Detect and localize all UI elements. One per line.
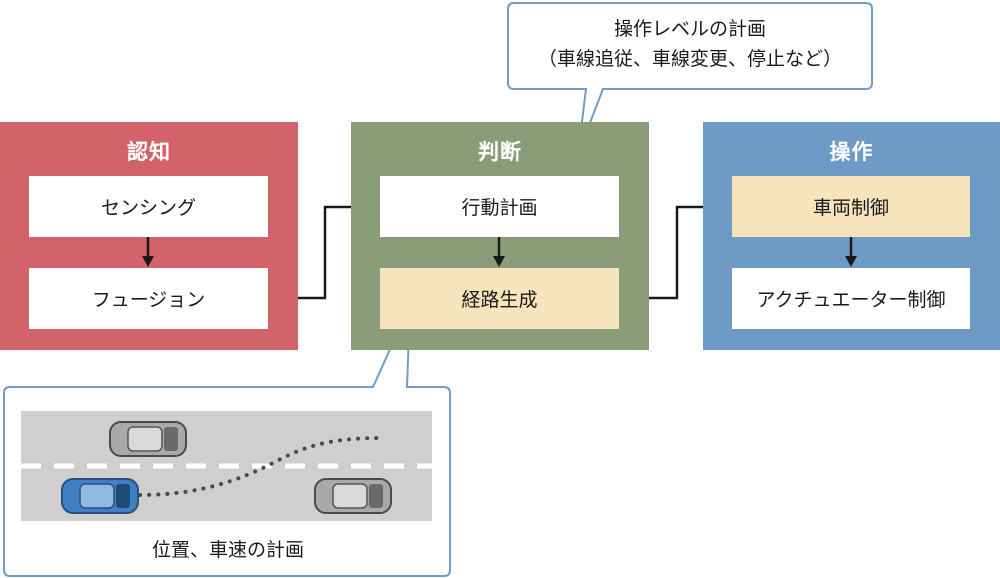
box-sensing: センシング	[29, 176, 268, 237]
box-vehicle-control: 車両制御	[732, 176, 970, 237]
box-action-plan: 行動計画	[380, 176, 619, 237]
box-sensing-label: センシング	[100, 197, 196, 219]
box-actuator-control: アクチュエーター制御	[732, 268, 970, 329]
panel-handan-title: 判断	[478, 140, 522, 164]
callout-bottom-caption: 位置、車速の計画	[151, 539, 304, 561]
box-actuator-control-label: アクチュエーター制御	[756, 289, 946, 311]
box-fusion-label: フュージョン	[91, 289, 206, 311]
box-vehicle-control-label: 車両制御	[812, 197, 889, 219]
callout-top-line2: （車線追従、車線変更、停止など）	[537, 48, 842, 70]
box-route-generation: 経路生成	[380, 268, 619, 329]
panel-ninchi-title: 認知	[127, 140, 171, 164]
callout-top-bubble	[507, 2, 873, 155]
box-action-plan-label: 行動計画	[461, 197, 538, 219]
panel-sousa-title: 操作	[829, 140, 874, 164]
box-fusion: フュージョン	[29, 268, 268, 329]
callout-top-line1: 操作レベルの計画	[613, 18, 766, 40]
box-route-generation-label: 経路生成	[461, 289, 538, 311]
callout-top-text: 操作レベルの計画 （車線追従、車線変更、停止など）	[512, 14, 868, 74]
